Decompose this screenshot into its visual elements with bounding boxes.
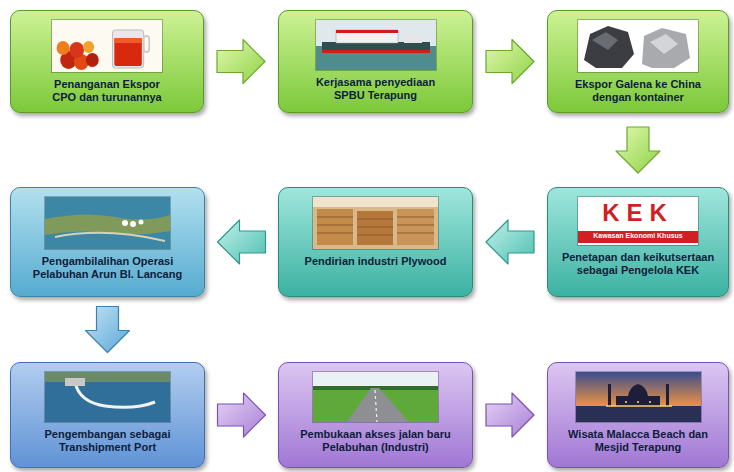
flow-arrow	[616, 127, 660, 173]
flow-arrow	[86, 307, 130, 353]
picture-shape	[666, 384, 669, 406]
box-label: Wisata Malacca Beach dan Mesjid Terapung	[566, 428, 710, 453]
plywood-picture	[313, 197, 438, 249]
picture-shape	[45, 214, 170, 235]
picture-shape	[625, 401, 627, 403]
picture-shape	[113, 30, 144, 68]
flow-arrow	[486, 40, 534, 84]
picture-frame	[577, 19, 699, 73]
picture-shape	[69, 42, 84, 58]
picture-shape	[316, 20, 436, 70]
box-label: Penetapan dan keikutsertaan sebagai Peng…	[552, 251, 724, 276]
port-aerial-picture	[45, 197, 170, 249]
picture-shape	[347, 388, 409, 422]
picture-shape	[317, 217, 434, 235]
picture-frame	[312, 371, 439, 423]
process-box: Pengembangan sebagai Transhipment Port	[10, 362, 205, 468]
picture-shape	[592, 32, 618, 50]
picture-shape	[404, 34, 422, 43]
picture-shape	[45, 372, 170, 382]
picture-shape	[576, 372, 701, 422]
picture-shape	[122, 220, 128, 226]
flow-arrow	[217, 40, 265, 84]
box-label: Pendirian industri Plywood	[286, 255, 466, 268]
flow-arrow	[218, 393, 266, 437]
picture-shape	[375, 390, 377, 422]
picture-shape	[606, 405, 672, 407]
picture-shape	[114, 38, 142, 43]
picture-frame	[315, 19, 437, 71]
new-road-picture	[313, 372, 438, 422]
galena-picture	[578, 20, 698, 72]
process-box: Kerjasama penyediaan SPBU Terapung	[278, 10, 473, 113]
picture-frame	[51, 19, 163, 73]
picture-frame	[575, 371, 702, 423]
box-label: Pembukaan akses jalan baru Pelabuhan (In…	[285, 428, 467, 453]
picture-shape	[336, 30, 398, 43]
picture-frame	[44, 371, 171, 423]
box-label: Pengambilalihan Operasi Pelabuhan Arun B…	[17, 255, 199, 280]
picture-frame	[44, 196, 171, 250]
picture-shape	[336, 30, 398, 33]
process-box: Wisata Malacca Beach dan Mesjid Terapung	[547, 362, 729, 468]
process-box: Penanganan Ekspor CPO dan turunannya	[10, 10, 204, 113]
picture-shape	[576, 406, 701, 422]
picture-shape	[86, 53, 99, 67]
picture-shape	[322, 42, 430, 52]
picture-shape	[144, 36, 150, 52]
process-box: Ekspor Galena ke China dengan kontainer	[547, 10, 729, 113]
flow-arrow	[486, 393, 534, 437]
picture-shape	[139, 220, 144, 225]
process-box: Pembukaan akses jalan baru Pelabuhan (In…	[278, 362, 473, 468]
picture-shape	[649, 401, 651, 403]
mosque-picture	[576, 372, 701, 422]
logo-text: Kawasan Ekonomi Khusus	[578, 232, 698, 240]
picture-shape	[45, 197, 170, 249]
picture-shape	[45, 372, 170, 422]
box-label: Penanganan Ekspor CPO dan turunannya	[45, 78, 169, 103]
flow-arrow	[218, 220, 266, 264]
process-box: KEK Kawasan Ekonomi KhususPenetapan dan k…	[547, 187, 729, 297]
picture-frame	[312, 196, 439, 250]
picture-shape	[313, 197, 438, 207]
picture-shape	[75, 382, 155, 407]
picture-frame: KEK Kawasan Ekonomi Khusus	[577, 196, 699, 246]
picture-shape	[313, 197, 438, 249]
palm-oil-picture	[52, 20, 162, 72]
picture-shape	[616, 384, 660, 406]
floating-station-picture	[316, 20, 436, 70]
logo-text: KEK	[578, 200, 698, 226]
picture-shape	[313, 386, 438, 422]
picture-shape	[584, 26, 634, 68]
picture-shape	[83, 41, 94, 53]
picture-shape	[578, 231, 698, 243]
process-box: Pendirian industri Plywood	[278, 187, 473, 297]
box-label: Kerjasama penyediaan SPBU Terapung	[306, 76, 446, 101]
picture-shape	[650, 34, 678, 54]
picture-shape	[52, 20, 162, 72]
picture-shape	[578, 20, 698, 72]
picture-shape	[313, 372, 438, 422]
picture-shape	[322, 50, 430, 53]
picture-shape	[397, 209, 434, 245]
picture-shape	[57, 41, 70, 55]
box-label: Ekspor Galena ke China dengan kontainer	[564, 78, 712, 103]
transhipment-port-picture	[45, 372, 170, 422]
picture-shape	[317, 209, 353, 245]
picture-shape	[357, 211, 393, 245]
picture-shape	[114, 38, 142, 66]
picture-shape	[65, 378, 85, 386]
picture-shape	[130, 221, 136, 227]
picture-shape	[578, 197, 698, 245]
flow-arrow	[486, 220, 534, 264]
picture-shape	[637, 401, 639, 403]
box-label: Pengembangan sebagai Transhipment Port	[36, 428, 180, 453]
picture-shape	[55, 233, 165, 241]
process-box: Pengambilalihan Operasi Pelabuhan Arun B…	[10, 187, 205, 297]
picture-shape	[642, 28, 690, 68]
picture-shape	[608, 384, 611, 406]
